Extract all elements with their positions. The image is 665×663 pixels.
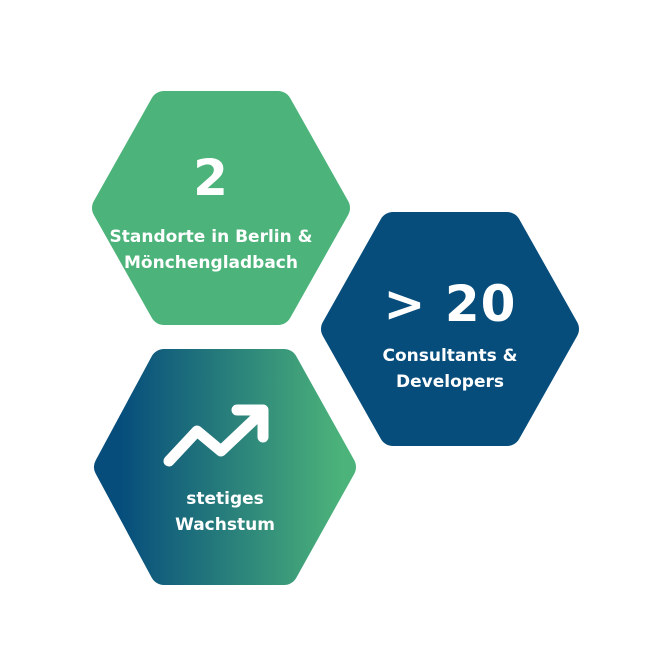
- trend-up-arrow-icon: [163, 404, 269, 467]
- consultants-caption-line2: Developers: [396, 372, 504, 392]
- consultants-count: > 20: [383, 275, 517, 333]
- locations-caption-line1: Standorte in Berlin &: [109, 227, 313, 247]
- locations-caption: Standorte in Berlin & Mönchengladbach: [96, 224, 326, 276]
- hexagon-growth: [94, 349, 356, 585]
- hexagon-locations: [92, 91, 350, 325]
- growth-caption-line2: Wachstum: [175, 515, 275, 535]
- locations-caption-line2: Mönchengladbach: [124, 253, 298, 273]
- hexagon-consultants: [321, 212, 579, 446]
- growth-caption-line1: stetiges: [186, 489, 264, 509]
- growth-caption: stetiges Wachstum: [120, 486, 330, 538]
- locations-count: 2: [193, 149, 229, 207]
- consultants-caption: Consultants & Developers: [345, 343, 555, 395]
- consultants-caption-line1: Consultants &: [382, 346, 518, 366]
